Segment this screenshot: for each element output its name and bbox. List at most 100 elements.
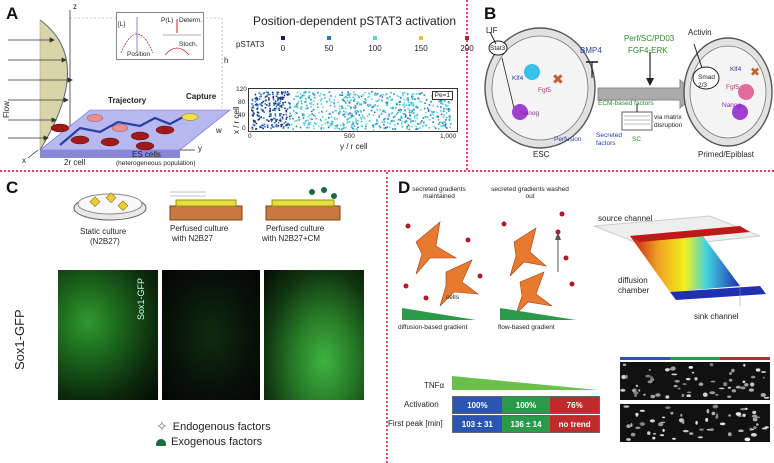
strip-point [255,104,258,107]
strip-point [269,113,271,115]
strip-point [282,127,285,129]
strip-point [270,115,272,117]
strip-point [448,115,450,118]
strip-point [372,124,374,127]
strip-point [274,109,276,112]
strip-point [261,124,263,127]
static-label: Static culture [80,227,127,236]
legend-value: 200 [460,44,474,53]
cell-blob [749,427,753,431]
star-icon: ✧ [156,418,168,434]
strip-point [310,101,313,104]
strip-point [383,127,385,130]
cell-blob [671,373,678,376]
panel-a-title: Position-dependent pSTAT3 activation [253,14,457,28]
strip-point [274,122,276,124]
strip-point [264,125,266,128]
strip-point [360,103,362,106]
strip-point [412,102,414,104]
strip-point [398,108,401,111]
strip-point [328,91,331,93]
strip-point [410,104,412,106]
strip-point [411,97,414,100]
strip-point [256,111,259,113]
cell-blob [662,428,665,432]
strip-point [299,97,302,99]
strip-point [369,104,372,107]
strip-point [397,122,399,125]
activation-seg-3: 76% [550,397,600,413]
strip-point [353,125,356,127]
strip-point [414,114,416,117]
strip-point [342,107,344,109]
strip-point [404,109,406,111]
activation-bar: 100% 100% 76% [452,396,600,414]
strip-point [296,91,299,94]
strip-point [392,120,395,122]
cell-blob [658,422,664,427]
cell-blob [630,423,633,427]
strip-point [359,110,362,112]
strip-point [297,100,300,102]
panel-d-cells-drawing [402,211,576,320]
strip-point [412,96,414,98]
strip-point [301,94,304,97]
strip-point [357,101,360,104]
strip-point [276,104,279,106]
divider-vertical-bottom [386,172,388,463]
strip-point [307,91,310,93]
strip-point [279,98,282,100]
strip-point [450,123,452,125]
strip-point [330,124,332,126]
strip-point [299,92,302,95]
strip-point [320,127,323,129]
strip-point [275,105,278,108]
strip-point [289,105,291,107]
cell-blob [744,437,751,442]
strip-point [282,126,285,128]
strip-point [401,91,404,94]
strip-point [261,105,263,107]
strip-point [344,107,347,110]
strip-point [289,118,291,120]
cell-blob [753,426,757,430]
strip-point [415,105,418,108]
panel-c-label: C [6,178,19,197]
strip-point [282,96,285,99]
strip-point [255,97,257,99]
inset-l-label: [L] [118,21,126,28]
cell-blob [742,413,746,417]
strip-point [303,92,306,94]
strip-point [386,97,388,99]
strip-point [309,121,312,124]
strip-point [335,110,337,112]
klf4-label: Klf4 [512,75,524,82]
cell-blob [673,384,678,388]
cell-blob [697,436,703,439]
strip-point [420,101,423,103]
strip-point [405,104,408,106]
strip-point [288,106,291,109]
legend-item: 150 [406,36,436,53]
strip-point [349,99,351,102]
strip-point [383,110,386,112]
strip-point [390,112,393,115]
strip-point [417,97,419,100]
strip-point [272,93,274,95]
strip-point [442,110,445,113]
strip-point [402,113,405,115]
strip-point [258,118,261,120]
strip-point [278,107,280,110]
strip-point [287,127,289,129]
fgf4-label: FGF4-ERK [628,46,668,55]
strip-point [259,125,261,128]
strip-point [284,101,287,104]
strip-point [341,107,343,110]
strip-point [348,121,351,123]
strip-point [348,96,351,99]
strip-point [408,128,411,131]
strip-point [413,93,415,95]
strip-point [352,115,354,118]
cell-blob [728,414,732,417]
strip-point [432,104,435,107]
